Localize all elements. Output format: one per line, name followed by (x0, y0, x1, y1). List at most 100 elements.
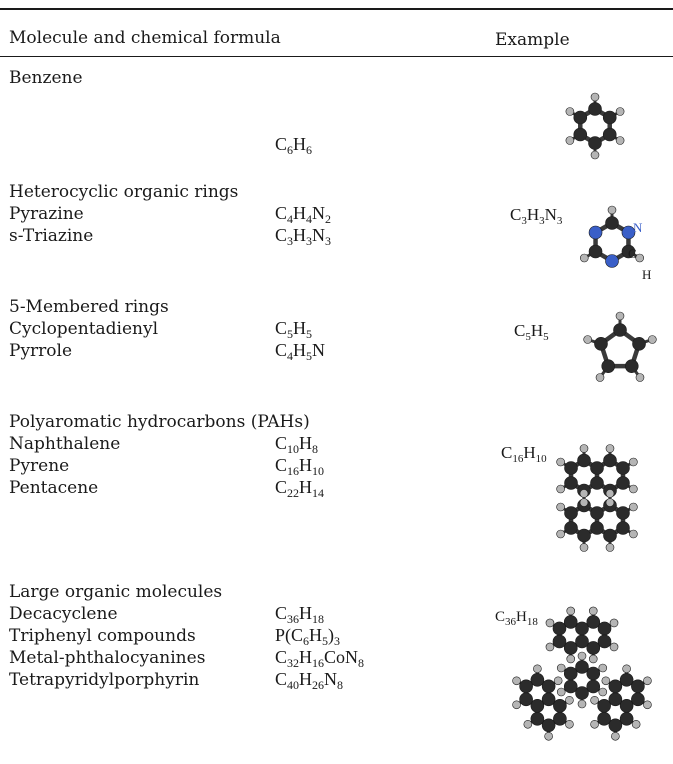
decacyclene-atom-h (566, 654, 576, 664)
decacyclene-atom-h (544, 731, 553, 741)
pyrene-atom-c (564, 461, 578, 475)
cp-atom-h (615, 311, 625, 321)
pyrene-atom-c (577, 528, 591, 543)
decacyclene-atom-c (608, 718, 623, 733)
formula-s-triazine: C3H3N3 (275, 225, 332, 248)
pyrene-atom-c (564, 506, 578, 520)
decacyclene-atom-c (563, 679, 578, 694)
cp-atom-c (624, 359, 639, 373)
pyrene-atom-c (603, 528, 617, 543)
decacyclene-atom-c (519, 679, 533, 694)
pyrene-atom-h (556, 457, 565, 467)
decacyclene-atom-h (598, 687, 608, 697)
example-label-cp: C5H5 (514, 321, 549, 343)
top-rule (0, 8, 673, 10)
decacyclene-atom-h (565, 695, 574, 705)
decacyclene-atom-h (556, 663, 566, 673)
pyrene-atom-c (616, 476, 630, 490)
example-label-pyrene: C16H10 (501, 443, 547, 465)
pyrene-atom-h (556, 502, 565, 512)
decacyclene-atom-c (553, 711, 567, 726)
benzene-atom-c (573, 127, 588, 142)
decacyclene-atom-c (552, 634, 567, 649)
name-pyrazine: Pyrazine (9, 204, 84, 224)
decacyclene-atom-c (541, 679, 556, 694)
decacyclene-atom-c (519, 692, 533, 707)
cyclopentadienyl-model-image (583, 311, 657, 382)
pyrene-atom-c (603, 453, 617, 468)
formula-benzene: C6H6 (275, 134, 313, 157)
formula-pyrrole: C4H5N (275, 340, 326, 363)
decacyclene-atom-c (597, 711, 611, 726)
formula-pyrene: C16H10 (275, 455, 325, 478)
decacyclene-model-image (512, 606, 652, 741)
triazine-atom-h (607, 205, 617, 215)
decacyclene-atom-h (512, 676, 521, 686)
decacyclene-atom-c (541, 692, 556, 707)
decacyclene-atom-c (530, 672, 545, 687)
decacyclene-atom-h (556, 687, 566, 697)
cp-atom-c (601, 359, 616, 373)
section-title-large-organic: Large organic molecules (9, 582, 223, 602)
decacyclene-atom-c (530, 698, 545, 713)
pyrene-atom-h (629, 502, 638, 512)
benzene-model-image (565, 92, 625, 160)
decacyclene-atom-c (575, 660, 589, 674)
decacyclene-atom-c (586, 641, 601, 655)
cp-atom-h (648, 335, 657, 344)
decacyclene-atom-c (575, 621, 589, 636)
name-pyrrole: Pyrrole (9, 341, 73, 361)
decacyclene-atom-h (622, 664, 631, 674)
header-molecule: Molecule and chemical formula (9, 28, 281, 48)
name-cyclopentadienyl: Cyclopentadienyl (9, 319, 159, 339)
decacyclene-atom-c (563, 615, 578, 629)
pyrene-atom-h (629, 484, 638, 494)
pyrene-atom-c (616, 521, 630, 535)
decacyclene-atom-c (608, 692, 623, 707)
pyrene-atom-h (579, 543, 589, 552)
decacyclene-atom-c (631, 679, 645, 694)
triazine-model-image: N C H (579, 205, 651, 282)
pyrene-atom-h (556, 529, 565, 539)
decacyclene-atom-c (541, 718, 556, 733)
name-pyrene: Pyrene (9, 456, 70, 476)
pyrene-atom-c (564, 521, 578, 535)
triazine-atom-h (635, 253, 645, 263)
atom-label-n: N (633, 220, 643, 235)
section-title-benzene: Benzene (9, 68, 83, 88)
cp-atom-h (595, 373, 605, 382)
cp-atom-c (594, 337, 608, 351)
decacyclene-atom-c (619, 711, 634, 726)
formula-triphenyl: P(C6H5)3 (275, 625, 341, 648)
cp-atom-c (632, 337, 646, 351)
decacyclene-atom-h (512, 700, 521, 710)
benzene-atom-h (615, 107, 625, 116)
decacyclene-atom-h (523, 719, 533, 729)
pyrene-atom-h (579, 489, 589, 498)
decacyclene-atom-h (566, 606, 576, 616)
decacyclene-atom-c (619, 698, 634, 713)
atom-label-c: C (628, 246, 637, 261)
decacyclene-atom-h (545, 642, 555, 652)
pyrene-atom-c (590, 476, 604, 490)
pyrene-atom-h (605, 489, 615, 498)
decacyclene-atom-c (553, 698, 567, 713)
triazine-atom-c (621, 244, 636, 259)
pyrene-atom-c (564, 476, 578, 490)
decacyclene-atom-h (609, 618, 619, 628)
pyrene-atom-c (616, 461, 630, 475)
decacyclene-atom-h (590, 695, 599, 705)
decacyclene-atom-c (586, 679, 601, 694)
triazine-atom-n (621, 225, 636, 240)
formula-metal-phthalocyanines: C32H16CoN8 (275, 647, 365, 670)
decacyclene-atom-h (598, 663, 608, 673)
pyrene-atom-h (629, 457, 638, 467)
formula-pentacene: C22H14 (275, 477, 325, 500)
triazine-atom-c (605, 216, 619, 230)
decacyclene-atom-c (631, 692, 645, 707)
example-label-decacyclene: C36H18 (495, 609, 538, 628)
decacyclene-atom-h (643, 676, 652, 686)
formula-decacyclene: C36H18 (275, 603, 325, 626)
triazine-atom-n (588, 225, 603, 240)
example-label-triazine: C3H3N3 (510, 205, 563, 227)
